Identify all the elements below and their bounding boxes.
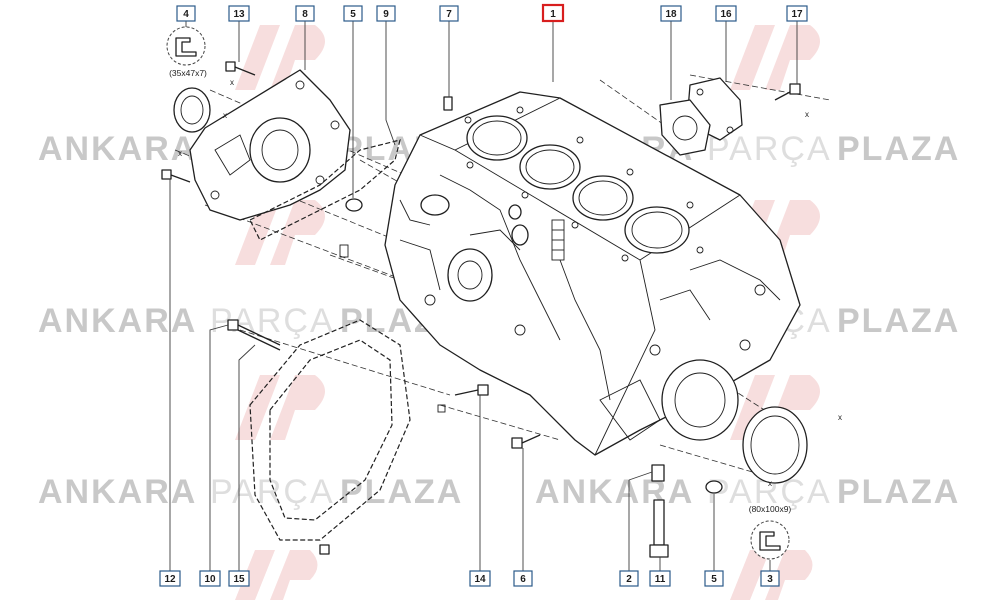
front-seal-detail: (35x47x7) (166, 26, 207, 78)
svg-text:5: 5 (711, 574, 717, 585)
callout-10[interactable]: 10 (199, 570, 221, 587)
watermark-row: ANKARA PARÇA PLAZA (535, 473, 960, 511)
bolt-13 (225, 61, 256, 76)
svg-text:16: 16 (720, 9, 732, 20)
svg-text:6: 6 (520, 574, 526, 585)
rear-cover-gasket (659, 99, 711, 156)
svg-text:13: 13 (233, 9, 245, 20)
callout-1[interactable]: 1 (541, 3, 565, 23)
callout-5-upper[interactable]: 5 (343, 5, 363, 22)
watermark-word: ANKARA (38, 130, 197, 168)
svg-text:2: 2 (626, 574, 632, 585)
watermark-word: PARÇA (707, 130, 832, 168)
svg-text:18: 18 (665, 9, 677, 20)
watermark-word: PLAZA (837, 473, 960, 511)
svg-text:4: 4 (183, 9, 189, 20)
svg-text:12: 12 (164, 574, 176, 585)
svg-text:9: 9 (383, 9, 389, 20)
svg-text:11: 11 (655, 574, 666, 585)
callout-8[interactable]: 8 (295, 5, 315, 22)
watermark-word: PLAZA (340, 473, 463, 511)
callout-13[interactable]: 13 (228, 5, 250, 22)
callout-9[interactable]: 9 (376, 5, 396, 22)
callout-5-lower[interactable]: 5 (704, 570, 724, 587)
engine-block (384, 91, 801, 456)
dimension-x: x (838, 413, 842, 422)
callout-18[interactable]: 18 (660, 5, 682, 22)
bolt-14 (437, 384, 489, 413)
leader-10 (209, 324, 229, 571)
watermark-word: ANKARA (535, 473, 694, 511)
svg-text:15: 15 (233, 574, 245, 585)
watermark-word: PARÇA (210, 473, 335, 511)
callout-3[interactable]: 3 (760, 570, 780, 587)
bolt-17 (774, 83, 801, 101)
svg-text:17: 17 (791, 9, 803, 20)
o-ring-5-lower (705, 480, 723, 494)
svg-text:7: 7 (446, 9, 452, 20)
dowel-7 (443, 96, 453, 111)
callouts: 1 2 3 4 5 5 6 7 (159, 3, 808, 587)
svg-text:1: 1 (550, 9, 556, 20)
leader-lines (169, 21, 798, 571)
dimension-x: x (768, 479, 772, 488)
dimension-x: x (223, 111, 227, 120)
rear-crank-seal (742, 406, 808, 484)
svg-text:5: 5 (350, 9, 356, 20)
watermark-word: PLAZA (837, 130, 960, 168)
leader-2-angle (628, 471, 653, 481)
callout-6[interactable]: 6 (513, 570, 533, 587)
callout-14[interactable]: 14 (469, 570, 491, 587)
svg-text:10: 10 (204, 574, 216, 585)
front-crank-seal (173, 87, 211, 133)
callout-2[interactable]: 2 (619, 570, 639, 587)
callout-11[interactable]: 11 (649, 570, 671, 587)
svg-text:8: 8 (302, 9, 308, 20)
leader-9 (385, 21, 396, 146)
watermark-word: PLAZA (837, 302, 960, 340)
callout-15[interactable]: 15 (228, 570, 250, 587)
dimension-marks: x x x x x x (178, 78, 842, 488)
svg-text:14: 14 (474, 574, 486, 585)
rear-seal-housing (249, 319, 411, 541)
o-ring-5-upper (345, 198, 363, 212)
watermark-logo (730, 550, 813, 600)
svg-text:3: 3 (767, 574, 773, 585)
watermark-logo (235, 550, 318, 600)
watermark-logo (235, 375, 325, 440)
rear-seal-detail: (80x100x9) (749, 504, 792, 560)
callout-17[interactable]: 17 (786, 5, 808, 22)
watermark-row: ANKARA PARÇA PLAZA (38, 473, 463, 511)
watermark-word: ANKARA (38, 473, 197, 511)
watermark-row: ANKARA PARÇA PLAZA (38, 302, 461, 340)
oil-jet-bolt-11 (649, 499, 669, 558)
rear-seal-size: (80x100x9) (749, 504, 792, 514)
callout-7[interactable]: 7 (439, 5, 459, 22)
dimension-x: x (805, 110, 809, 119)
watermark-logo (235, 200, 325, 265)
dowel-2 (339, 244, 665, 482)
watermark-logo (235, 25, 325, 90)
watermark-word: ANKARA (38, 302, 197, 340)
callout-12[interactable]: 12 (159, 570, 181, 587)
watermark-logo (730, 25, 820, 90)
bolt-6 (511, 434, 541, 449)
front-cover-gasket (249, 139, 401, 241)
leader-15 (238, 344, 256, 571)
front-seal-size: (35x47x7) (169, 68, 207, 78)
bolt-15-lower (319, 544, 330, 555)
callout-4[interactable]: 4 (176, 5, 196, 22)
bolt-12 (161, 169, 191, 183)
dimension-x: x (178, 149, 182, 158)
callout-16[interactable]: 16 (715, 5, 737, 22)
front-cover (189, 69, 351, 221)
dimension-x: x (230, 78, 234, 87)
watermark-logos (235, 25, 820, 600)
